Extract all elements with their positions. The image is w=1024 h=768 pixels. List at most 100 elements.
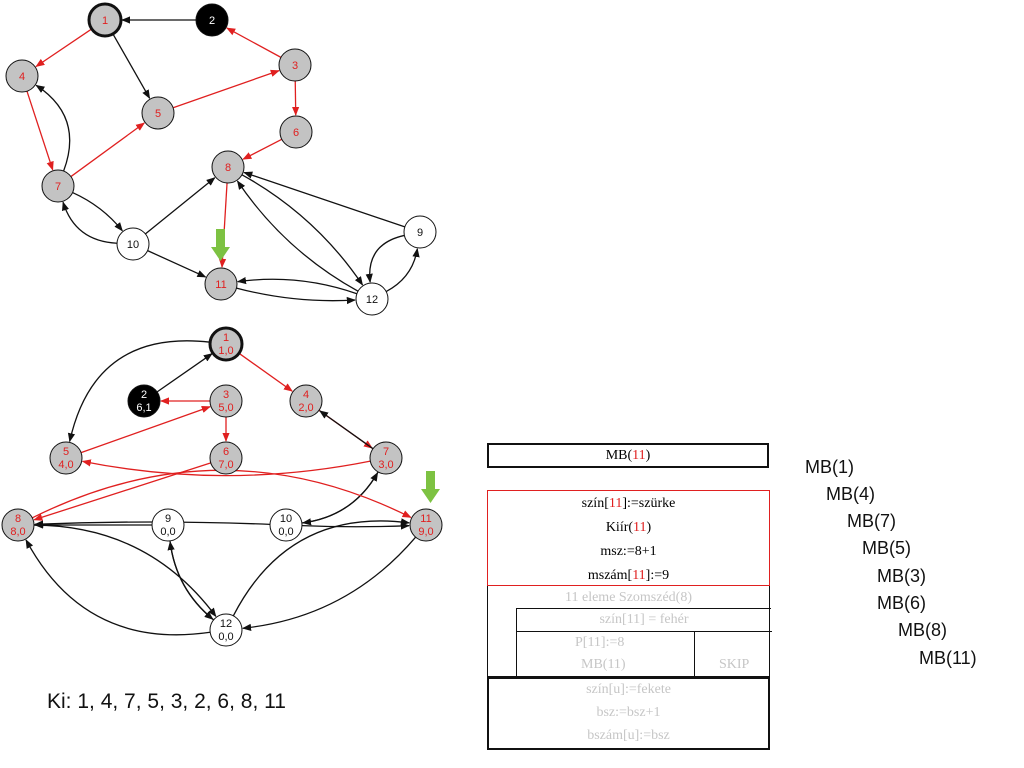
bottom-node-8-circle [1,508,35,542]
top-edge-1-4 [35,28,93,68]
bottom-node-6-circle [209,441,243,475]
bottom-graph-edges [25,340,417,636]
bottom-node-11-circle [409,508,443,542]
top-edge-11-12 [236,287,356,305]
tail-line-3: bszám[u]:=bsz [587,728,670,743]
top-node-5: 5 [141,96,175,130]
body-line-2-post: ) [646,520,652,535]
bottom-node-3-values: 5,0 [218,402,233,414]
top-node-8-circle [211,150,245,184]
bottom-edge-1-4 [238,352,293,392]
bottom-edge-11-12 [242,536,417,632]
bottom-node-3-label: 3 [223,389,229,401]
bottom-edge-12-8 [25,539,211,636]
body-line-4: mszám[11]:=9 [488,568,769,584]
top-node-2: 2 [195,3,229,37]
body-line-2: Kiír(11) [488,520,769,536]
bottom-node-10-circle [269,508,303,542]
top-node-11-label: 11 [215,279,226,291]
top-edge-6-8 [242,138,283,160]
top-node-11: 11 [204,267,238,301]
top-node-1-label: 1 [102,15,108,27]
bottom-edge-8-12 [33,524,217,618]
top-node-12: 12 [355,282,389,316]
bottom-node-9-label: 9 [165,513,171,525]
body-line-1: szín[11]:=szürke [488,496,769,512]
top-edge-5-3 [172,69,280,109]
bottom-node-8-values: 8,0 [10,526,25,538]
loop-header: 11 eleme Szomszéd(8) [565,590,692,605]
then-branch: P[11]:=8 MB(11) [517,631,695,678]
bottom-node-2-values: 6,1 [136,402,151,414]
top-edge-4-7 [26,91,54,171]
call-stack-item: MB(5) [862,538,911,558]
top-node-3-circle [278,48,312,82]
bottom-node-3: 35,0 [209,384,243,418]
top-node-8-label: 8 [225,162,231,174]
top-edge-3-6 [291,80,300,116]
loop-body: szín[11] = fehér P[11]:=8 MB(11) SKIP [516,608,772,678]
bottom-node-5-values: 4,0 [58,459,73,471]
bottom-node-12-circle [209,613,243,647]
body-line-1-pre: szín[ [581,496,609,511]
body-line-1-arg: 11 [608,496,623,511]
body-line-4-arg: 11 [632,568,646,583]
call-stack-item: MB(8) [898,620,947,640]
bottom-node-2-label: 2 [141,389,147,401]
body-line-2-arg: 11 [633,520,647,535]
top-node-4-circle [5,59,39,93]
top-node-3: 3 [278,48,312,82]
structogram-header: MB(11) [487,443,769,468]
bottom-node-8: 88,0 [1,508,35,542]
bottom-node-5-label: 5 [63,446,69,458]
bottom-node-7-label: 7 [383,446,389,458]
top-node-9: 9 [403,215,437,249]
bottom-node-1-label: 1 [223,332,229,344]
current-node-marker-top [211,229,230,261]
bottom-node-11: 119,0 [409,508,443,542]
body-line-4-pre: mszám[ [587,568,633,583]
header-arg: 11 [632,447,646,463]
bottom-node-7: 73,0 [369,441,403,475]
top-edge-3-2 [226,27,282,58]
top-edge-9-8 [243,171,406,228]
top-node-3-label: 3 [292,60,298,72]
top-edge-8-12 [241,174,364,286]
bottom-edge-12-9 [167,540,215,621]
bottom-node-11-label: 11 [420,513,431,525]
top-node-7-circle [41,169,75,203]
bottom-node-8-label: 8 [15,513,21,525]
else-branch: SKIP [695,631,772,678]
top-node-6: 6 [279,115,313,149]
bottom-edge-9-12 [169,540,214,620]
top-node-12-label: 12 [366,294,378,306]
bottom-node-10-label: 10 [280,513,292,525]
else-line: SKIP [719,657,750,672]
bottom-node-12-label: 12 [220,618,232,630]
top-edge-12-9 [385,247,420,293]
top-edge-8-11 [218,182,228,268]
top-node-2-circle [195,3,229,37]
bottom-edge-12-11 [232,518,411,617]
call-stack-item: MB(6) [877,593,926,613]
top-node-9-circle [403,215,437,249]
call-stack-item: MB(3) [877,566,926,586]
bottom-edge-10-11 [301,522,410,530]
header-post: ) [645,447,651,463]
bottom-node-12: 120,0 [209,613,243,647]
structogram-loop: 11 eleme Szomszéd(8) szín[11] = fehér P[… [487,586,772,678]
then-line-1: P[11]:=8 [575,635,625,650]
bottom-node-11-values: 9,0 [418,526,433,538]
bottom-node-2: 26,1 [127,384,161,418]
top-node-11-circle [204,267,238,301]
tail-line-2: bsz:=bsz+1 [596,705,661,720]
top-node-7-label: 7 [55,181,61,193]
top-edge-9-12 [365,234,405,284]
bottom-node-7-values: 3,0 [378,459,393,471]
bottom-edge-10-7 [301,471,379,524]
top-edge-12-11 [236,276,358,295]
bottom-node-1-circle [208,326,244,362]
call-stack-item: MB(7) [847,511,896,531]
bottom-edge-1-5 [67,340,211,443]
